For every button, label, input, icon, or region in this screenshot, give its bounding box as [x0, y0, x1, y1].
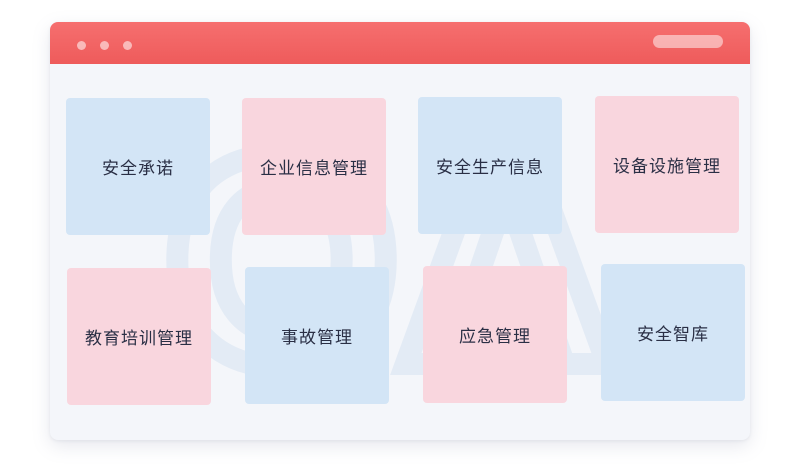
- tile-label: 安全智库: [637, 325, 709, 345]
- tile-equipment-facility[interactable]: 设备设施管理: [595, 96, 739, 233]
- tile-production-safety-info[interactable]: 安全生产信息: [418, 97, 562, 234]
- tile-emergency-management[interactable]: 应急管理: [423, 266, 567, 403]
- window-dot-icon[interactable]: [77, 41, 86, 50]
- address-bar[interactable]: [653, 35, 723, 48]
- tile-accident-management[interactable]: 事故管理: [245, 267, 389, 404]
- browser-window: OA 安全承诺 企业信息管理 安全生产信息 设备设施管理 教育培训管理 事故管理…: [50, 22, 750, 440]
- tile-label: 安全生产信息: [436, 158, 544, 178]
- window-dot-icon[interactable]: [100, 41, 109, 50]
- tile-safety-knowledge-base[interactable]: 安全智库: [601, 264, 745, 401]
- tile-education-training[interactable]: 教育培训管理: [67, 268, 211, 405]
- window-dot-icon[interactable]: [123, 41, 132, 50]
- tile-label: 设备设施管理: [613, 157, 721, 177]
- tile-enterprise-info[interactable]: 企业信息管理: [242, 98, 386, 235]
- window-titlebar: [50, 22, 750, 64]
- tile-label: 安全承诺: [102, 159, 174, 179]
- tile-label: 教育培训管理: [85, 329, 193, 349]
- tile-label: 应急管理: [459, 327, 531, 347]
- tile-safety-commitment[interactable]: 安全承诺: [66, 98, 210, 235]
- tile-label: 事故管理: [281, 328, 353, 348]
- tile-label: 企业信息管理: [260, 159, 368, 179]
